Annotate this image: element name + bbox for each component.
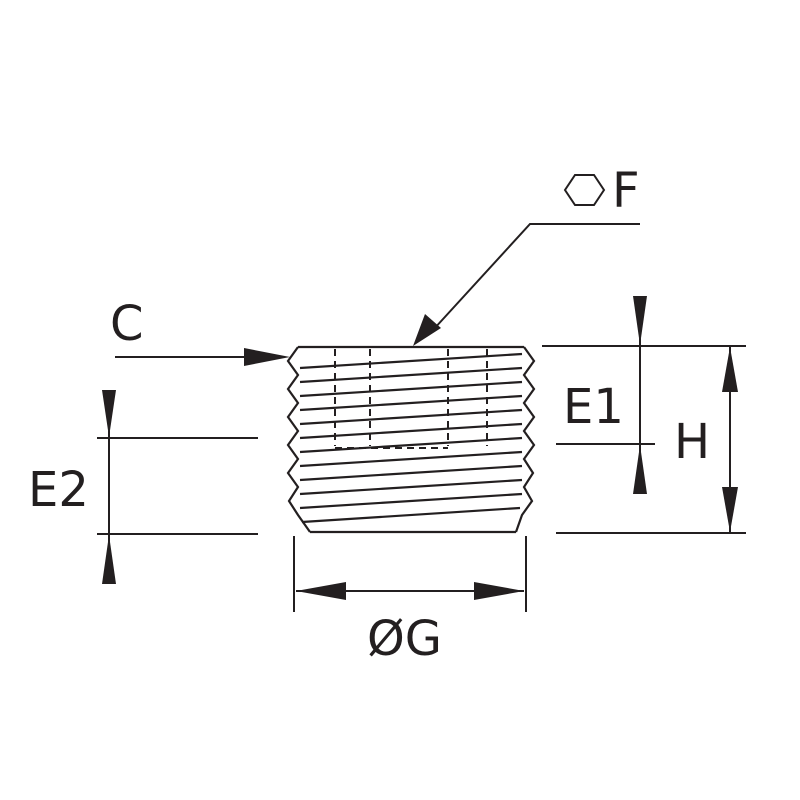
hex-size-label: F: [612, 163, 640, 219]
hex-size-callout: F: [413, 163, 640, 346]
e1-label: E1: [563, 379, 624, 435]
chamfer-arrowhead: [244, 348, 290, 366]
right-thread-profile: [514, 346, 536, 533]
thread-crest-lines: [299, 352, 523, 524]
left-thread-profile: [286, 346, 311, 533]
e2-dimension: E2: [28, 390, 258, 584]
chamfer-callout: C: [110, 296, 290, 366]
hidden-hex-socket: [334, 349, 488, 449]
e1-dimension: E1: [542, 296, 655, 494]
threaded-plug: [286, 345, 536, 534]
h-dimension: H: [556, 345, 746, 534]
diameter-dimension: ØG: [293, 536, 527, 667]
hex-leader-arrowhead: [413, 314, 441, 346]
height-label: H: [674, 414, 710, 470]
e2-label: E2: [28, 462, 89, 518]
chamfer-label: C: [110, 296, 144, 352]
hexagon-icon: [563, 174, 606, 206]
diameter-label: ØG: [367, 611, 442, 667]
